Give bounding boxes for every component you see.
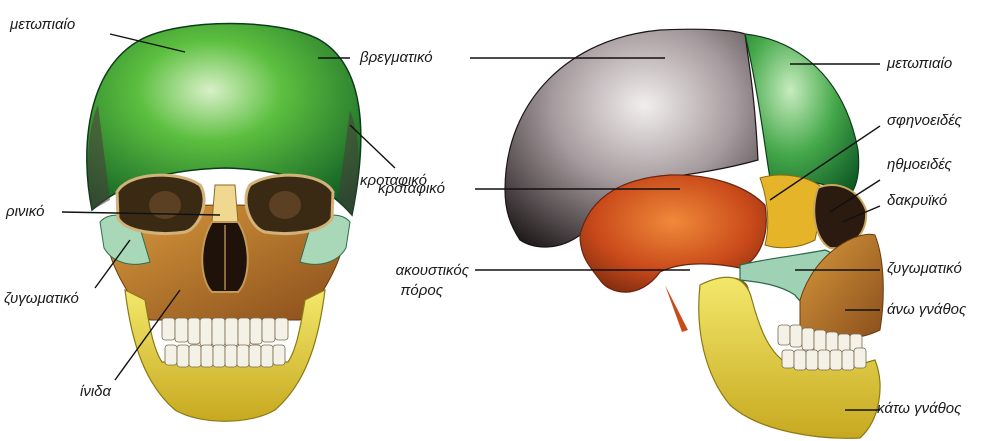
side-frontal-bone [745,34,859,195]
label-front-frontal: μετωπιαίο [10,16,75,34]
label-parietal: βρεγματικό [360,49,433,67]
side-maxilla [800,234,883,339]
label-front-nasal: ρινικό [6,203,44,221]
front-upper-teeth [162,318,288,346]
label-side-ear-canal-line1: ακουστικός [365,262,469,280]
front-lower-teeth [165,345,285,367]
label-side-ear-canal-line2: πόρος [365,282,443,300]
label-side-frontal: μετωπιαίο [887,55,952,73]
label-front-vomer: ίνιδα [80,383,111,401]
label-side-ethmoid: ηθμοειδές [887,156,952,174]
side-lower-teeth [782,348,866,370]
label-side-lacrimal: δακρυϊκό [887,192,947,210]
label-front-zygomatic: ζυγωματικό [4,290,79,308]
label-side-mandible: κάτω γνάθος [877,400,961,418]
label-side-maxilla: άνω γνάθος [887,301,966,319]
side-skull [505,29,883,438]
label-side-zygomatic: ζυγωματικό [887,260,962,278]
front-nasal-bone [212,185,238,222]
label-side-temporal: κροταφικό [378,180,445,198]
label-side-sphenoid: σφηνοειδές [887,112,962,130]
